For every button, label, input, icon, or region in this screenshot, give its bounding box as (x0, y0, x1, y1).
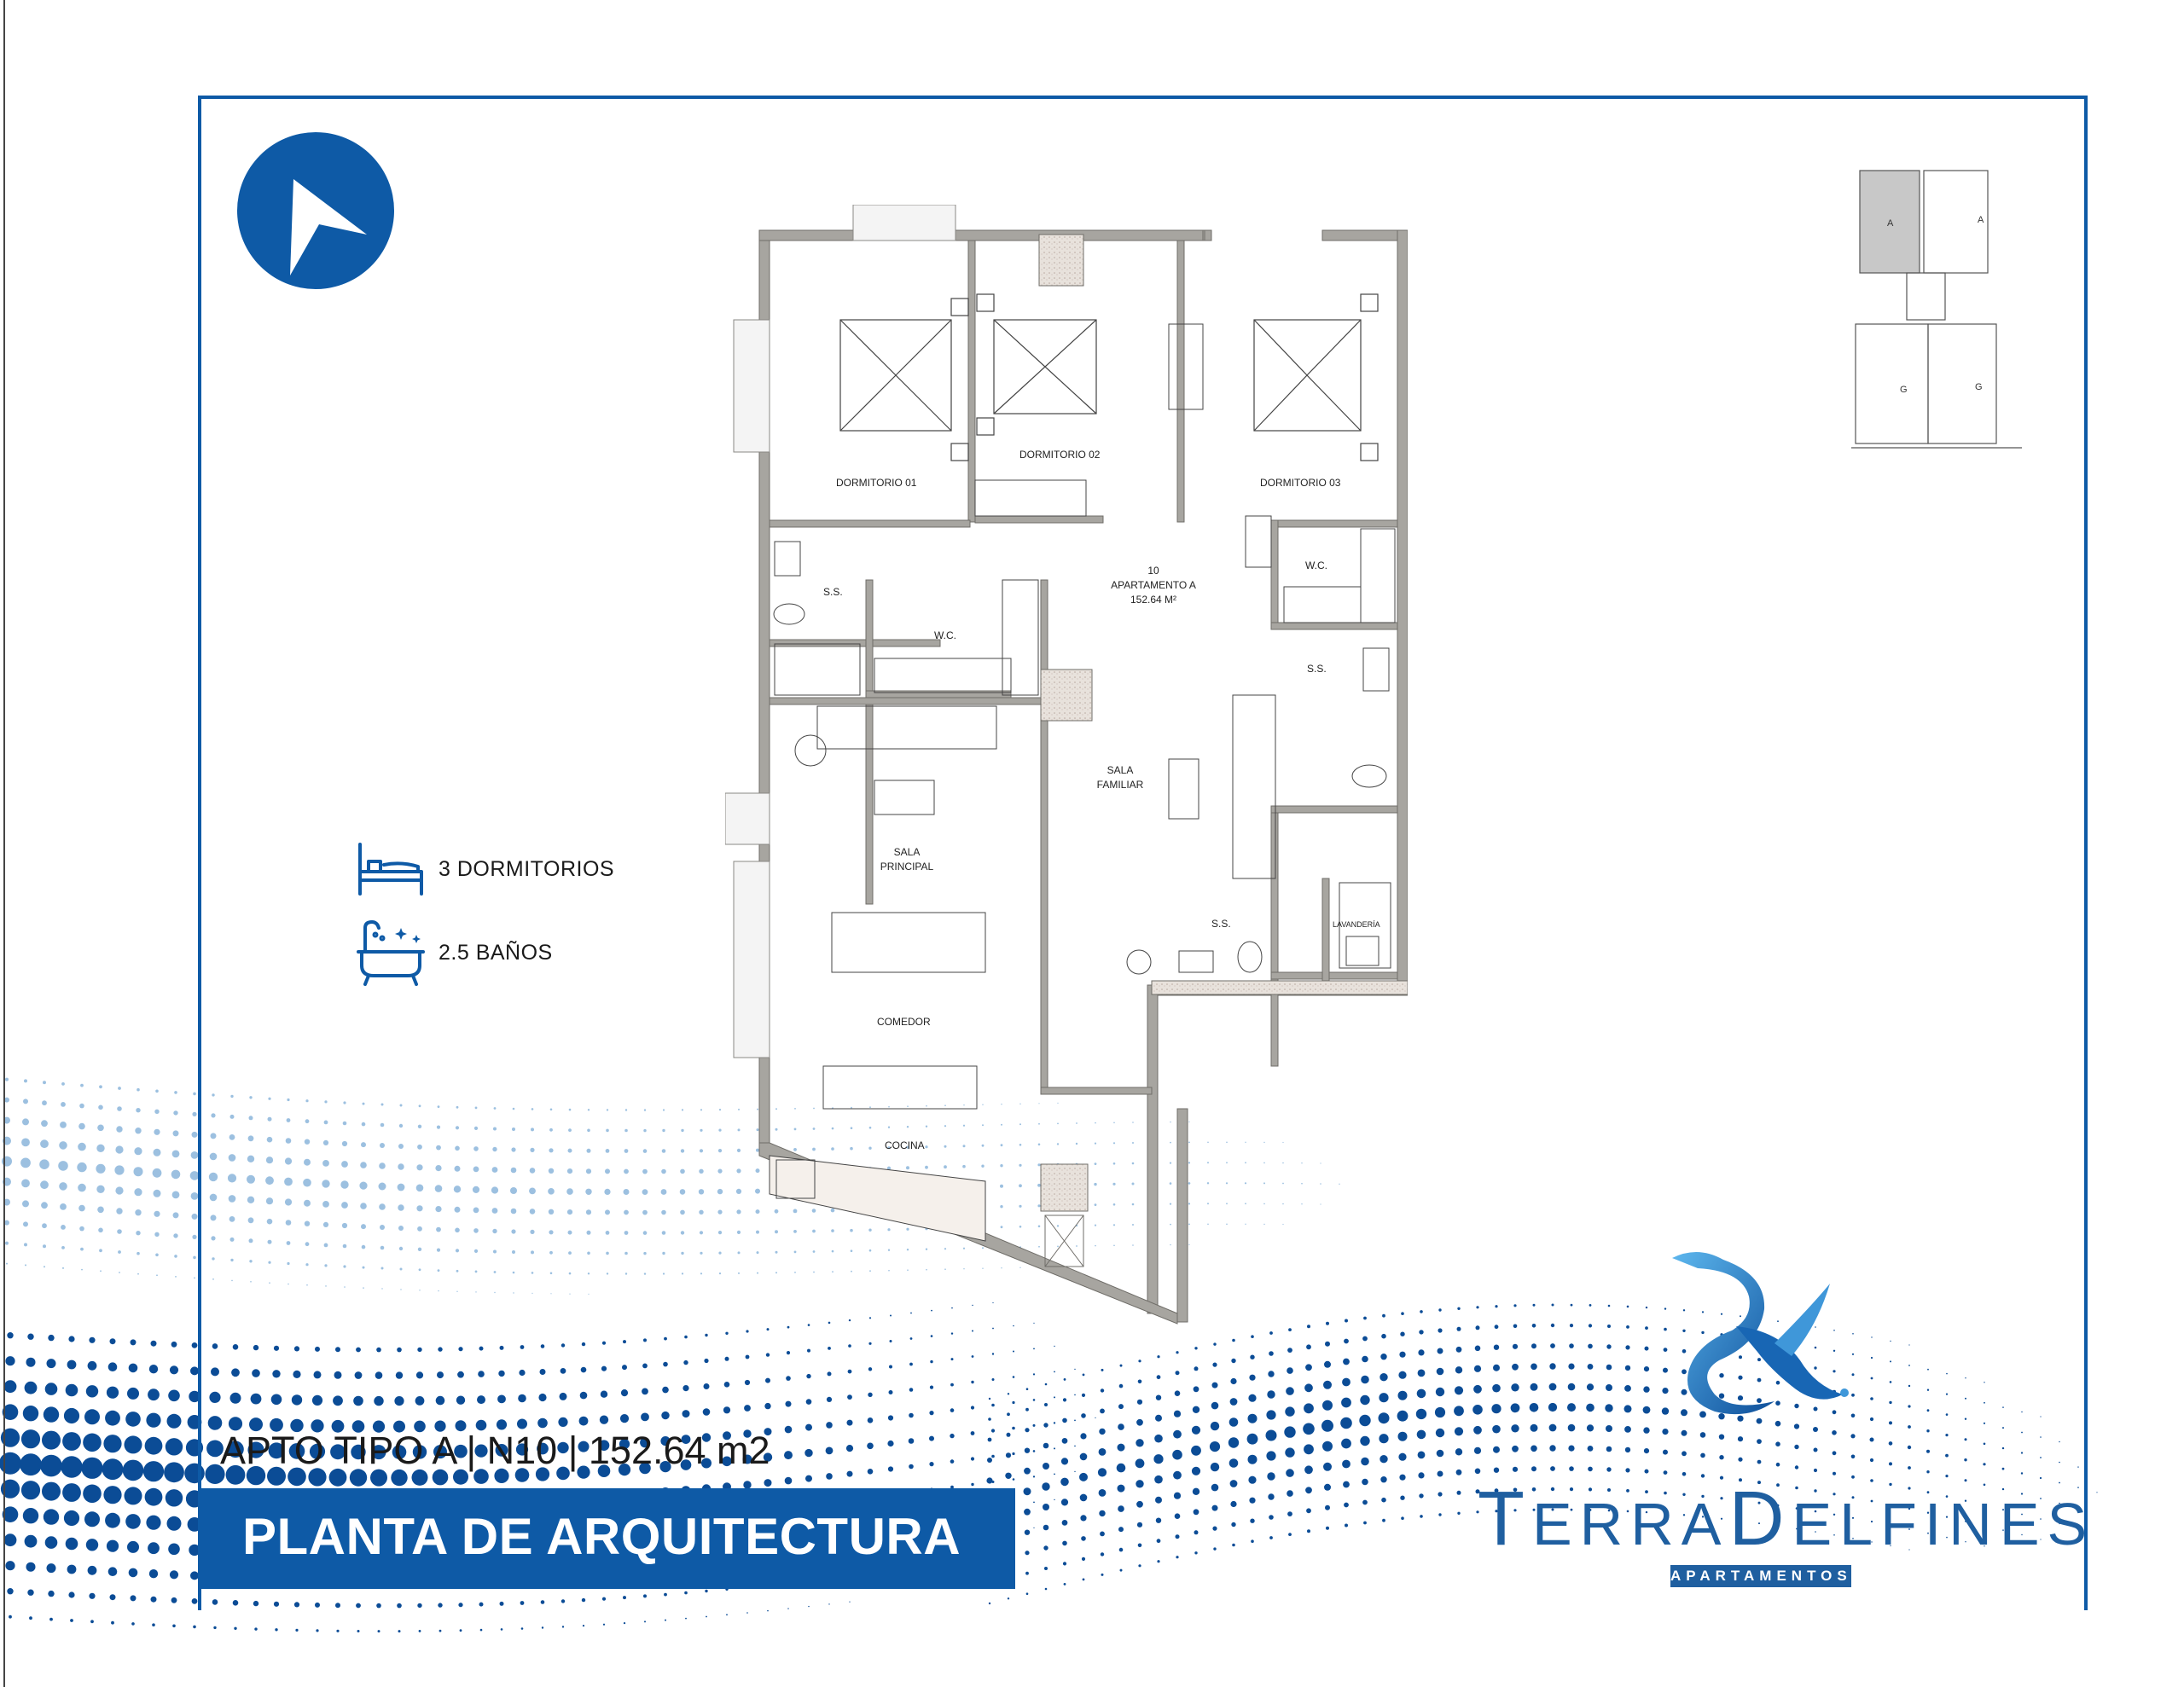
floor-plan: DORMITORIO 01 DORMITORIO 02 DORMITORIO 0… (725, 205, 1408, 1325)
brand-d-rest: ELFINES (1792, 1491, 2095, 1557)
dolphin-logo-icon (1672, 1251, 1849, 1415)
apartment-subtitle: APTO TIPO A | N10 | 152.64 m2 (220, 1429, 770, 1472)
exterior-walls (758, 229, 1408, 1325)
brand-t-rest: ERRA (1531, 1491, 1729, 1557)
label-ss-3: S.S. (1211, 918, 1231, 930)
legend-bathrooms-text: 2.5 BAÑOS (439, 940, 553, 965)
page-title: PLANTA DE ARQUITECTURA (242, 1508, 961, 1565)
brand-name: TERRADELFINES (1478, 1475, 2094, 1563)
label-wc-2: W.C. (1305, 559, 1327, 571)
label-wc-1: W.C. (934, 629, 956, 641)
page-edge-line (3, 0, 5, 1687)
label-sala-principal-2: PRINCIPAL (880, 861, 934, 872)
brand-d-initial: D (1728, 1476, 1792, 1562)
label-sala-familiar-1: SALA (1107, 764, 1134, 776)
label-apt-number: 10 (1147, 565, 1159, 577)
blue-frame (198, 96, 2088, 1610)
kitchen-counter (769, 1155, 986, 1242)
label-lavanderia: LAVANDERÍA (1333, 920, 1380, 929)
interior-walls (769, 240, 1398, 1095)
label-dormitorio-01: DORMITORIO 01 (836, 477, 917, 489)
bathtub-icon (357, 920, 425, 986)
label-apt-area: 152.64 M² (1130, 594, 1176, 606)
legend-bathrooms: 2.5 BAÑOS (357, 919, 553, 986)
label-sala-principal-1: SALA (894, 846, 921, 858)
label-comedor: COMEDOR (877, 1016, 931, 1028)
bed-icon (358, 843, 423, 896)
closets (874, 323, 1396, 696)
label-ss-2: S.S. (1307, 663, 1327, 675)
key-plan: A A G G (1851, 170, 2022, 449)
label-sala-familiar-2: FAMILIAR (1097, 779, 1144, 791)
key-unit-a-right: A (1978, 215, 1984, 225)
legend-bedrooms: 3 DORMITORIOS (357, 843, 614, 896)
label-ss-1: S.S. (823, 586, 843, 598)
label-apt-name: APARTAMENTO A (1111, 579, 1196, 591)
bath-fixtures (773, 515, 1391, 973)
label-cocina: COCINA (885, 1139, 925, 1151)
bed-furniture (839, 293, 1379, 461)
north-arrow-icon (237, 132, 394, 289)
brand-tag: APARTAMENTOS (1670, 1565, 1851, 1587)
key-unit-g-left: G (1900, 385, 1908, 395)
label-dormitorio-02: DORMITORIO 02 (1019, 449, 1101, 461)
brand-t-initial: T (1478, 1476, 1532, 1562)
title-banner: PLANTA DE ARQUITECTURA (198, 1488, 1015, 1589)
key-unit-a-left: A (1887, 218, 1894, 229)
key-unit-g-right: G (1975, 382, 1983, 392)
living-furniture (794, 694, 1276, 1110)
label-dormitorio-03: DORMITORIO 03 (1260, 477, 1341, 489)
legend-bedrooms-text: 3 DORMITORIOS (439, 856, 615, 881)
windows (725, 205, 956, 1058)
